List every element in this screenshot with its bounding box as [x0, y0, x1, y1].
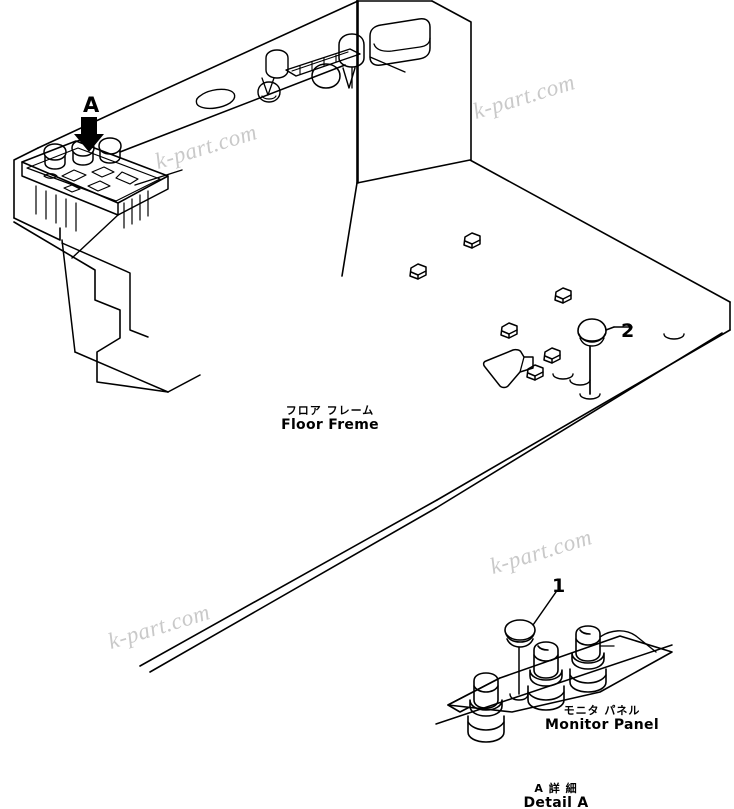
detail-a-monitor-panel	[435, 591, 678, 743]
floor-frame-fasteners	[409, 232, 685, 389]
detail-a-label-jp: A 詳 細	[534, 782, 578, 795]
floor-frame-label-jp: フロア フレーム	[285, 404, 375, 417]
callout-number-2[interactable]: 2	[621, 320, 635, 342]
fastener-2	[409, 263, 427, 280]
monitor-panel-label-jp: モニタ パネル	[563, 704, 641, 717]
monitor-panel-label: モニタ パネル Monitor Panel	[545, 704, 659, 733]
detail-a-label: A 詳 細 Detail A	[524, 782, 589, 809]
fastener-6	[526, 364, 544, 381]
part-2-knob	[577, 318, 633, 400]
floor-frame-label-en: Floor Freme	[281, 417, 379, 433]
fastener-4	[500, 322, 518, 339]
fastener-1	[463, 232, 481, 249]
section-a-arrow	[74, 117, 104, 152]
part-1-lamp-cap	[504, 619, 536, 701]
callout-number-1[interactable]: 1	[552, 575, 566, 597]
fastener-5	[543, 347, 561, 364]
detail-socket-middle	[527, 641, 565, 711]
floor-frame-label: フロア フレーム Floor Freme	[281, 404, 379, 433]
detail-socket-right	[569, 625, 607, 693]
monitor-panel-label-en: Monitor Panel	[545, 717, 659, 733]
section-a-letter: A	[83, 93, 100, 117]
detail-socket-left	[467, 672, 505, 743]
fastener-3	[554, 287, 572, 304]
section-a-leader	[71, 214, 119, 259]
floor-frame-plate	[139, 0, 731, 673]
upper-switch-cluster	[257, 33, 365, 103]
console-monitor-panel	[21, 137, 169, 232]
detail-a-label-en: Detail A	[523, 795, 589, 809]
